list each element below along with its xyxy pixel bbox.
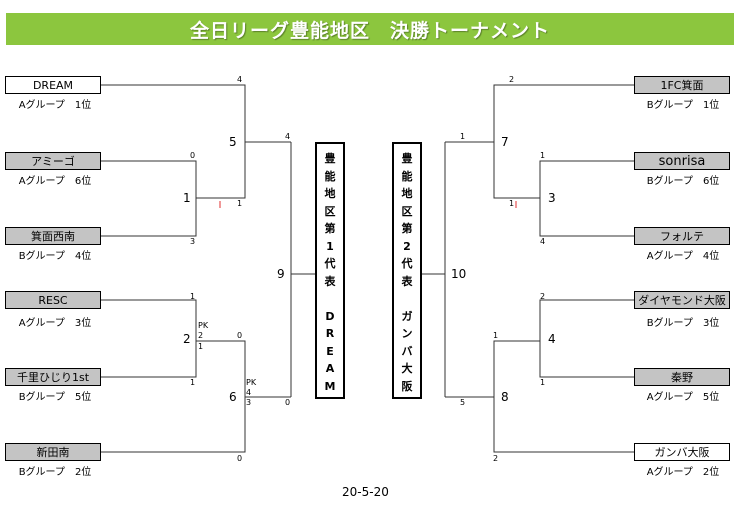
group-diamond-osaka: Bグループ 3位	[646, 318, 720, 329]
group-resc: Aグループ 3位	[18, 318, 92, 329]
score-m4-winner-m8: 1	[493, 331, 499, 340]
team-gamba-osaka: ガンバ大阪	[634, 443, 730, 461]
match-number-8: 8	[501, 390, 509, 404]
rep2-team-char: 阪	[401, 379, 413, 393]
rep2-team-char: ガ	[401, 309, 413, 323]
score-1fc-minoh-m7: 2	[509, 75, 515, 84]
rep2-label-char: 豊	[401, 152, 413, 165]
match-number-10: 10	[451, 267, 467, 281]
team-senri-hijiri: 千里ひじり1st	[5, 368, 101, 386]
rep1-team-char: M	[324, 379, 336, 393]
rep2-label-char: 代	[401, 257, 413, 270]
rep2-label-char: 2	[403, 239, 411, 253]
team-diamond-osaka: ダイヤモンド大阪	[634, 291, 730, 309]
team-resc: RESC	[5, 291, 101, 309]
page-title: 全日リーグ豊能地区 決勝トーナメント	[189, 19, 550, 42]
first-representative-team: D R E A M	[325, 308, 336, 396]
score-senri-m2: 1	[190, 378, 196, 387]
rep2-team-char: ン	[401, 327, 413, 340]
rep1-label-char: 地	[324, 187, 336, 200]
score-m7-winner-m10: 1	[460, 132, 466, 141]
score-m6-winner-m9: 0	[285, 398, 291, 407]
score-m8-winner-m10: 5	[460, 398, 466, 407]
match-number-4: 4	[548, 332, 556, 346]
score-sonrisa-m3: 1	[540, 151, 546, 160]
score-forte-m3: 4	[540, 237, 546, 246]
rep1-label-char: 能	[324, 169, 336, 183]
score-nitta-minami-m6: 0	[237, 454, 243, 463]
second-representative-box: 豊 能 地 区 第 2 代 表 ガ ン バ 大 阪	[392, 142, 422, 399]
group-nitta-minami: Bグループ 2位	[18, 467, 92, 478]
rep2-label-char: 表	[401, 274, 413, 288]
rep1-label-char: 区	[324, 204, 336, 218]
rep2-label-char: 区	[401, 204, 413, 218]
score-m5-winner-m9: 4	[285, 132, 291, 141]
score-resc-m2: 1	[190, 292, 196, 301]
team-nitta-minami: 新田南	[5, 443, 101, 461]
match-number-9: 9	[277, 267, 285, 281]
score-dream-m5: 4	[237, 75, 243, 84]
team-minoh-seinan: 箕面西南	[5, 227, 101, 245]
pk-label-m6: PK	[246, 378, 257, 387]
group-gamba-osaka: Aグループ 2位	[646, 467, 720, 478]
rep2-label-char: 能	[401, 169, 413, 183]
team-sonrisa: sonrisa	[634, 152, 730, 170]
second-representative-label: 豊 能 地 区 第 2 代 表	[402, 150, 413, 290]
group-1fc-minoh: Bグループ 1位	[646, 100, 720, 111]
team-1fc-minoh: 1FC箕面	[634, 76, 730, 94]
rep1-label-char: 第	[324, 222, 336, 235]
pk-score-m6-top: 4	[246, 388, 252, 397]
team-dream: DREAM	[5, 76, 101, 94]
group-amigo: Aグループ 6位	[18, 176, 92, 187]
group-minoh-seinan: Bグループ 4位	[18, 251, 92, 262]
match-number-2: 2	[183, 332, 191, 346]
rep1-label-char: 豊	[324, 152, 336, 165]
match-number-3: 3	[548, 191, 556, 205]
group-forte: Aグループ 4位	[646, 251, 720, 262]
score-hatano-m4: 1	[540, 378, 546, 387]
match-number-5: 5	[229, 135, 237, 149]
rep1-label-char: 代	[324, 257, 336, 270]
title-bar: 全日リーグ豊能地区 決勝トーナメント	[6, 13, 734, 45]
group-senri-hijiri: Bグループ 5位	[18, 392, 92, 403]
rep1-label-char: 1	[326, 239, 334, 253]
date-label: 20-5-20	[342, 485, 389, 499]
first-representative-label: 豊 能 地 区 第 1 代 表	[325, 150, 336, 290]
score-gamba-m8: 2	[493, 454, 499, 463]
pk-label-m2: PK	[198, 321, 209, 330]
rep2-team-char: 大	[401, 362, 413, 375]
group-sonrisa: Bグループ 6位	[646, 176, 720, 187]
second-representative-team: ガ ン バ 大 阪	[402, 308, 413, 396]
rep1-label-char: 表	[324, 274, 336, 288]
rep1-team-char: R	[325, 327, 335, 340]
first-representative-box: 豊 能 地 区 第 1 代 表 D R E A M	[315, 142, 345, 399]
match-number-1: 1	[183, 191, 191, 205]
score-m3-winner-m7: 1	[509, 199, 515, 208]
rep2-label-char: 第	[401, 222, 413, 235]
rep1-team-char: A	[325, 362, 335, 375]
pk-score-m2-top: 2	[198, 331, 204, 340]
score-diamond-m4: 2	[540, 292, 546, 301]
rep2-label-char: 地	[401, 187, 413, 200]
pk-score-m6-bottom: 3	[246, 398, 252, 407]
team-amigo: アミーゴ	[5, 152, 101, 170]
group-dream: Aグループ 1位	[18, 100, 92, 111]
team-hatano: 秦野	[634, 368, 730, 386]
score-amigo-m1: 0	[190, 151, 196, 160]
match-number-7: 7	[501, 135, 509, 149]
team-forte: フォルテ	[634, 227, 730, 245]
score-m1-winner-m5: 1	[237, 199, 243, 208]
pk-score-m2-bottom: 1	[198, 342, 204, 351]
rep2-team-char: バ	[401, 344, 413, 358]
group-hatano: Aグループ 5位	[646, 392, 720, 403]
rep1-team-char: E	[326, 344, 334, 358]
rep1-team-char: D	[325, 309, 335, 323]
score-m2-winner-m6: 0	[237, 331, 243, 340]
match-number-6: 6	[229, 390, 237, 404]
score-minoh-m1: 3	[190, 237, 196, 246]
